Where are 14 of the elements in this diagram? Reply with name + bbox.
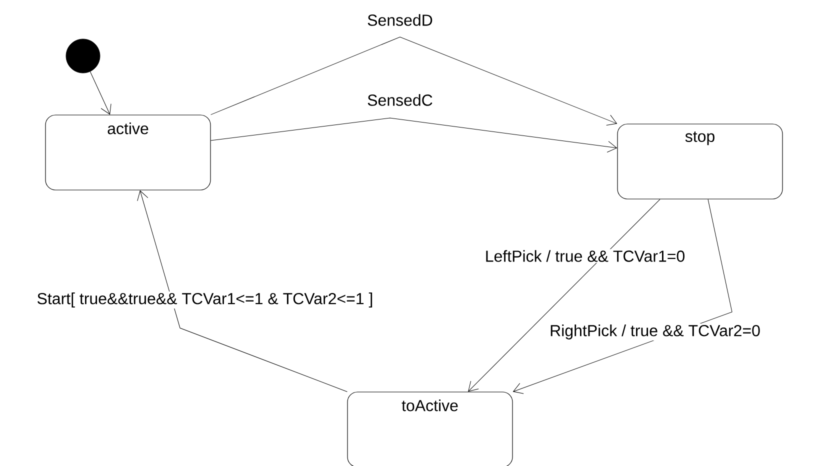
- arrow: [137, 190, 348, 392]
- edge-label: RightPick / true && TCVar2=0: [548, 324, 762, 340]
- edge-label: SensedC: [366, 93, 434, 107]
- edge-label: LeftPick / true && TCVar1=0: [484, 249, 686, 263]
- arrow: [90, 71, 112, 115]
- initial-state-dot: [66, 38, 100, 74]
- arrow: [210, 118, 617, 152]
- edge-label: Start[ true&&true&& TCVar1<=1 & TCVar2<=1 ]: [36, 292, 374, 308]
- state-box: stop: [617, 124, 783, 200]
- arrow: [468, 199, 660, 392]
- edge-label: SensedD: [366, 13, 434, 27]
- arrow: [210, 36, 617, 126]
- state-box: toActive: [347, 392, 513, 466]
- state-box: active: [45, 114, 211, 190]
